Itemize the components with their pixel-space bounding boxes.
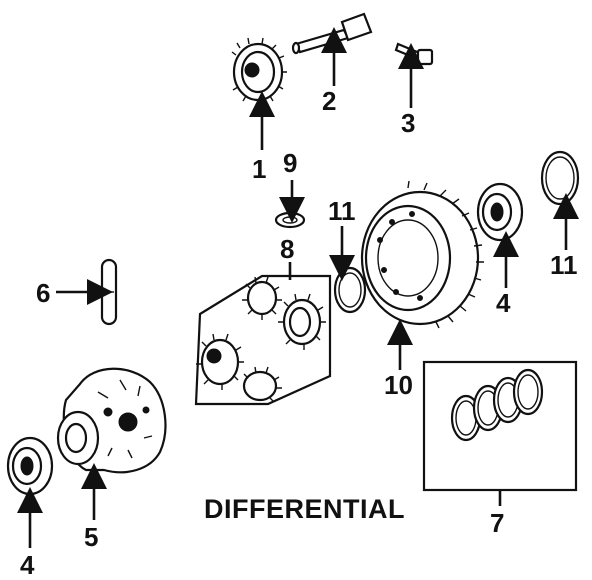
part-3-bolt	[394, 42, 434, 66]
diagram-title: DIFFERENTIAL	[204, 494, 405, 524]
part-8-gear-kit	[194, 274, 332, 406]
part-10-ring-gear	[360, 180, 484, 329]
callout-7: 7	[490, 508, 504, 538]
part-9-washer	[274, 211, 306, 229]
callout-2: 2	[322, 86, 336, 116]
callout-4-left: 4	[20, 550, 35, 580]
callout-11-right: 11	[550, 250, 578, 280]
part-6-pin	[100, 258, 118, 326]
part-11-shim-left	[333, 266, 367, 314]
callout-6: 6	[36, 278, 50, 308]
callout-10: 10	[384, 370, 413, 400]
part-4-bearing-right	[476, 182, 524, 242]
callout-9: 9	[283, 148, 297, 178]
part-2-pinion-shaft	[291, 12, 373, 55]
callout-1: 1	[252, 154, 266, 184]
callout-11-left: 11	[328, 196, 356, 226]
part-4-bearing-left	[6, 436, 54, 496]
callout-4-right: 4	[496, 288, 511, 318]
part-11-shim-right	[540, 150, 580, 206]
part-7-shim-kit	[422, 360, 578, 492]
part-5-differential-case	[56, 367, 167, 474]
part-1-pinion-gear	[231, 37, 287, 106]
callout-3: 3	[401, 108, 415, 138]
callout-8: 8	[280, 234, 294, 264]
callout-5: 5	[84, 522, 98, 552]
